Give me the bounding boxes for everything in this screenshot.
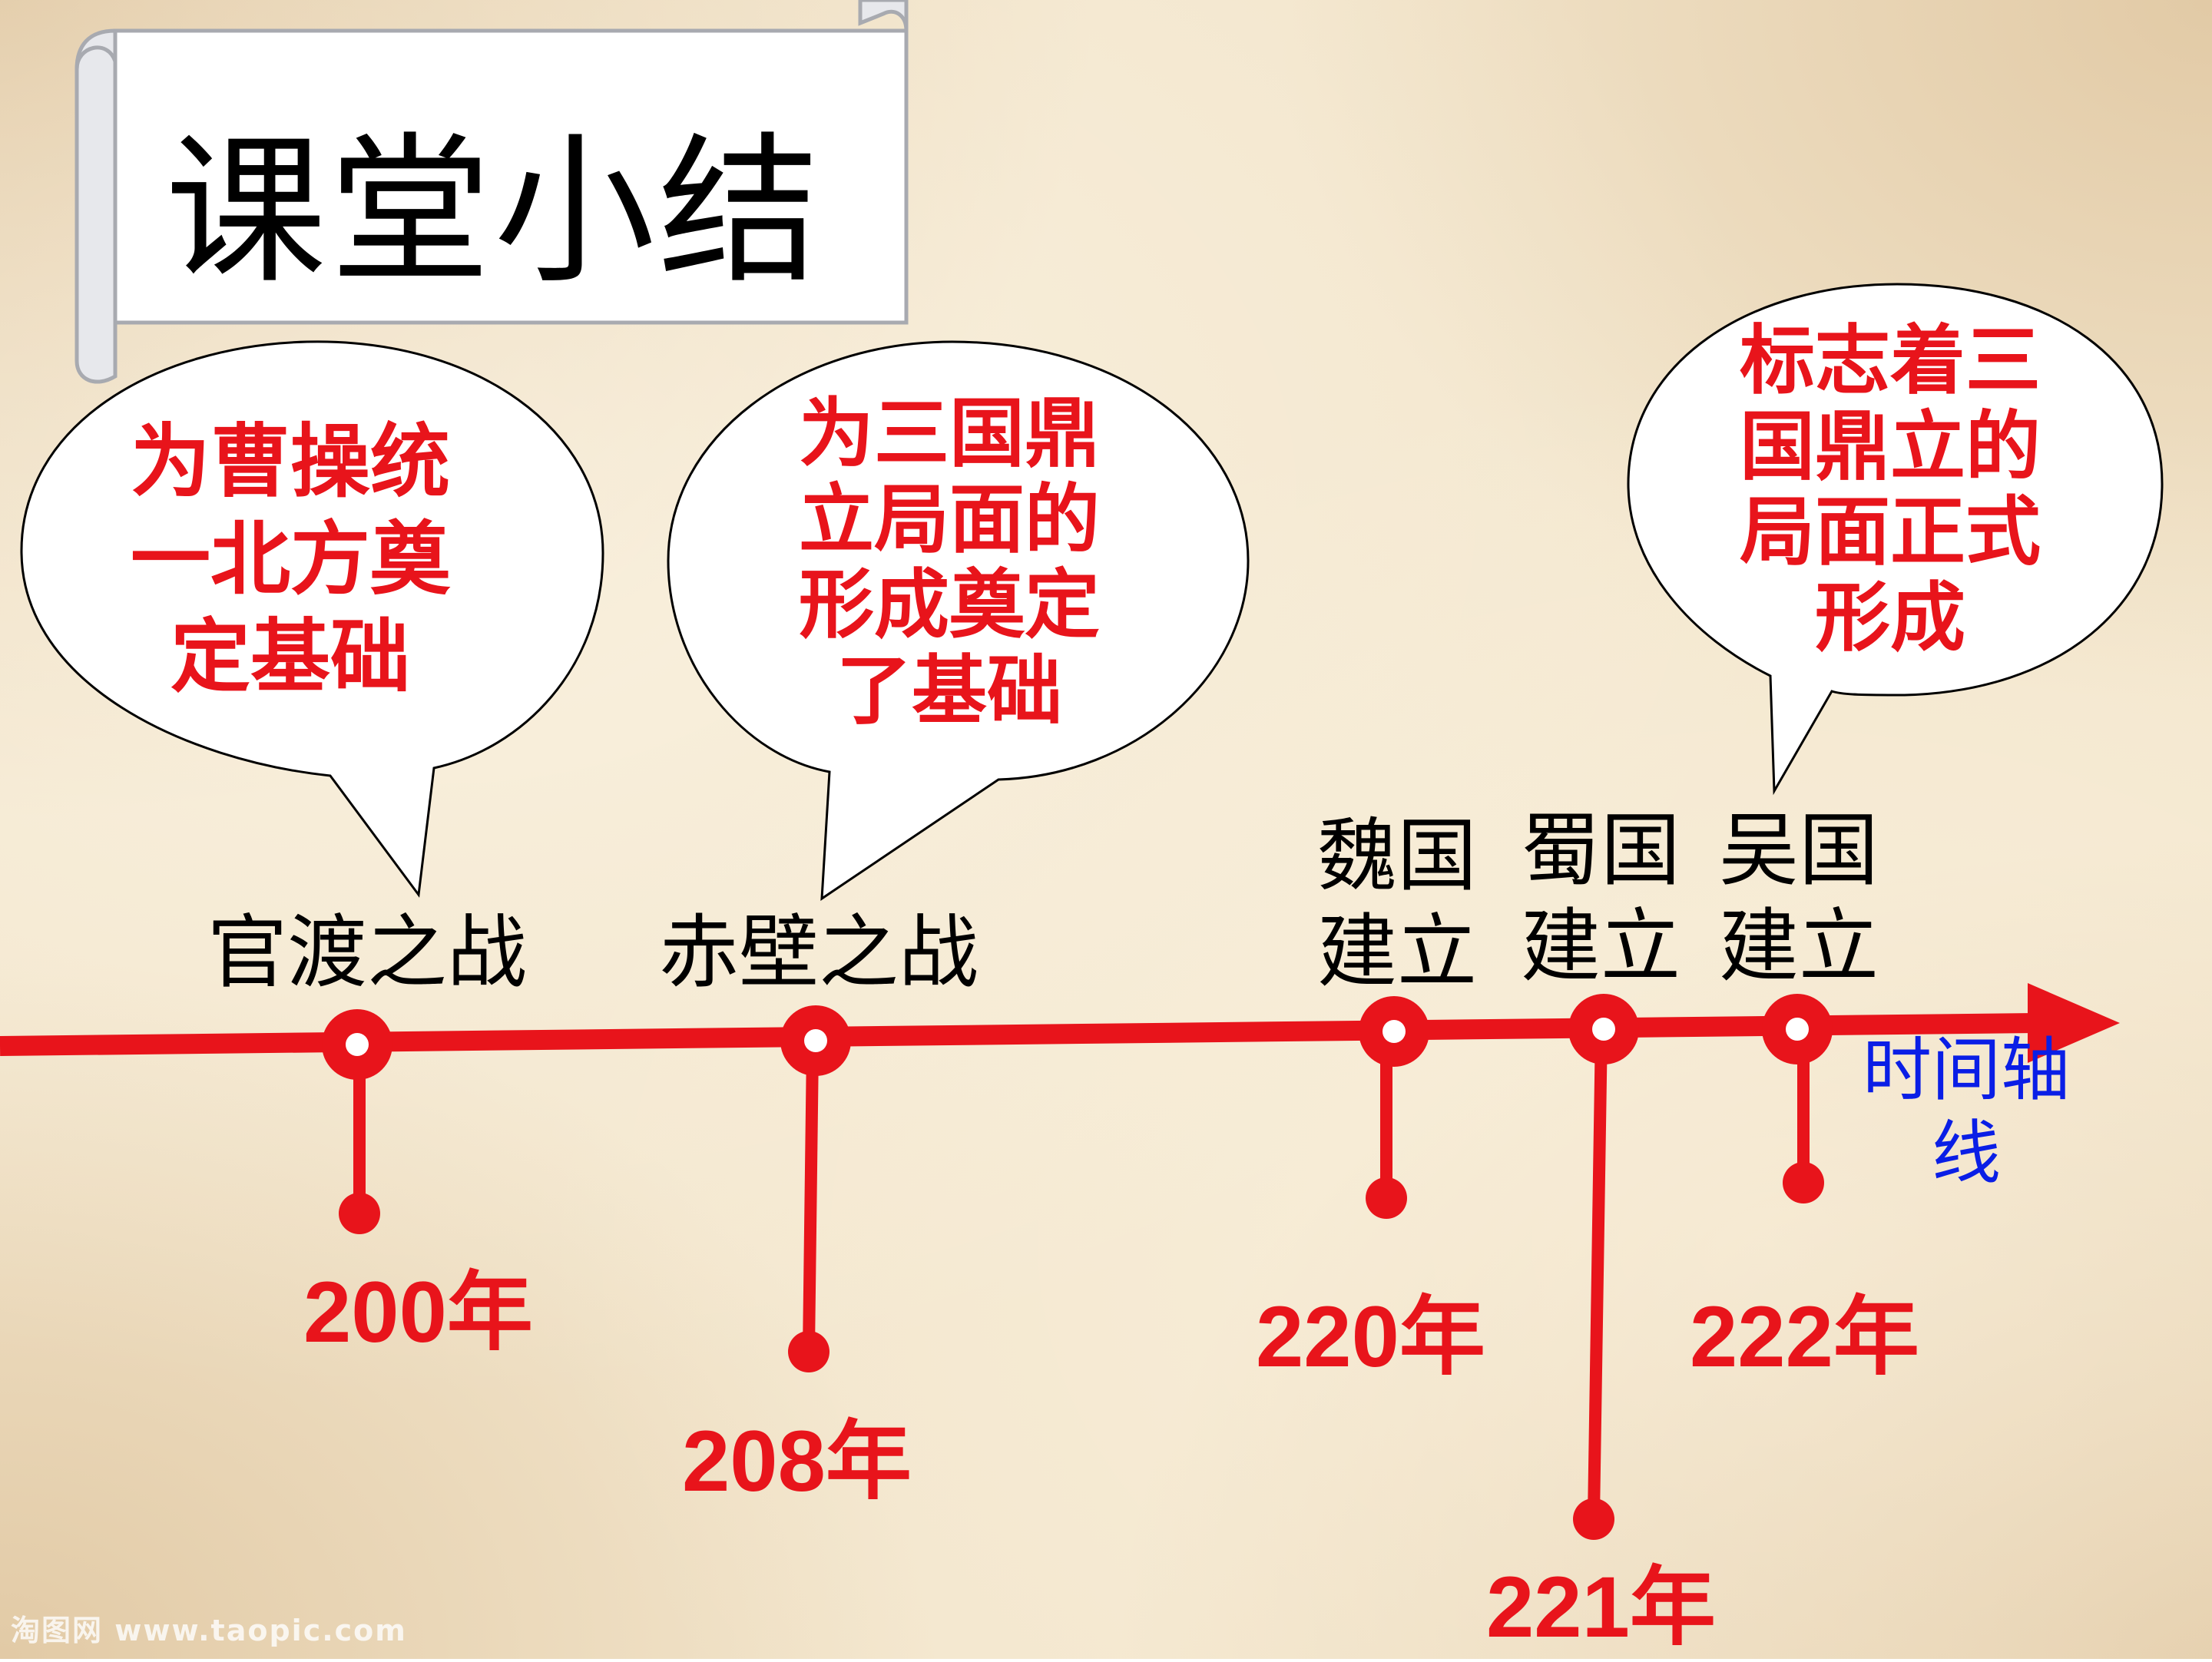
year-222: 222年 [1690,1289,1919,1385]
speech-bubble-2 [667,340,1250,901]
event-guandu: 官渡之战 [207,905,528,999]
bubble-1-line-1: 为曹操统 [131,415,451,508]
bubble-2-line-1: 为三国鼎 [799,390,1101,478]
year-221: 221年 [1486,1559,1716,1655]
node-221 [1568,994,1639,1540]
axis-label-line-1: 时间轴 [1863,1030,2070,1111]
bubble-2-line-2: 立局面的 [799,475,1101,564]
speech-bubble-3 [1627,283,2164,796]
watermark: 淘图网 www.taopic.com [11,1614,407,1647]
event-wei-line-2: 建立 [1317,904,1478,998]
year-200: 200年 [303,1264,533,1360]
event-wu-line-1: 吴国 [1719,803,1879,897]
event-wu: 吴国 建立 [1719,803,1879,995]
event-shu-line-1: 蜀国 [1521,803,1681,897]
speech-bubble-1 [20,340,604,898]
event-wei-line-1: 魏国 [1317,809,1478,902]
event-wu-line-2: 建立 [1719,899,1879,993]
title-scroll [75,0,909,384]
bubble-3-text: 标志着三 国鼎立的 局面正式 形成 [1740,317,2041,663]
bubble-2-line-3: 形成奠定 [799,561,1101,650]
bubble-1-line-2: 一北方奠 [131,512,451,606]
axis-label: 时间轴 线 [1863,1029,2070,1195]
event-shu: 蜀国 建立 [1521,803,1681,995]
bubble-3-line-1: 标志着三 [1740,317,2041,405]
year-208: 208年 [682,1413,912,1509]
node-222 [1762,994,1833,1203]
node-200 [322,1009,392,1234]
bubble-1-line-3: 定基础 [171,609,411,704]
event-chibi: 赤壁之战 [659,905,979,999]
year-220: 220年 [1256,1289,1485,1385]
bubble-1-text: 为曹操统 一北方奠 定基础 [131,413,450,706]
event-shu-line-2: 建立 [1521,899,1681,993]
axis-label-line-2: 线 [1932,1113,2001,1194]
bubble-3-line-2: 国鼎立的 [1740,402,2041,491]
bubble-3-line-4: 形成 [1815,574,1966,663]
node-208 [780,1005,851,1372]
bubble-2-line-4: 了基础 [836,647,1063,736]
node-220 [1359,996,1429,1219]
page-title: 课堂小结 [165,118,823,306]
bubble-2-text: 为三国鼎 立局面的 形成奠定 了基础 [799,390,1101,736]
bubble-3-line-3: 局面正式 [1740,488,2041,577]
event-wei: 魏国 建立 [1317,808,1477,1000]
